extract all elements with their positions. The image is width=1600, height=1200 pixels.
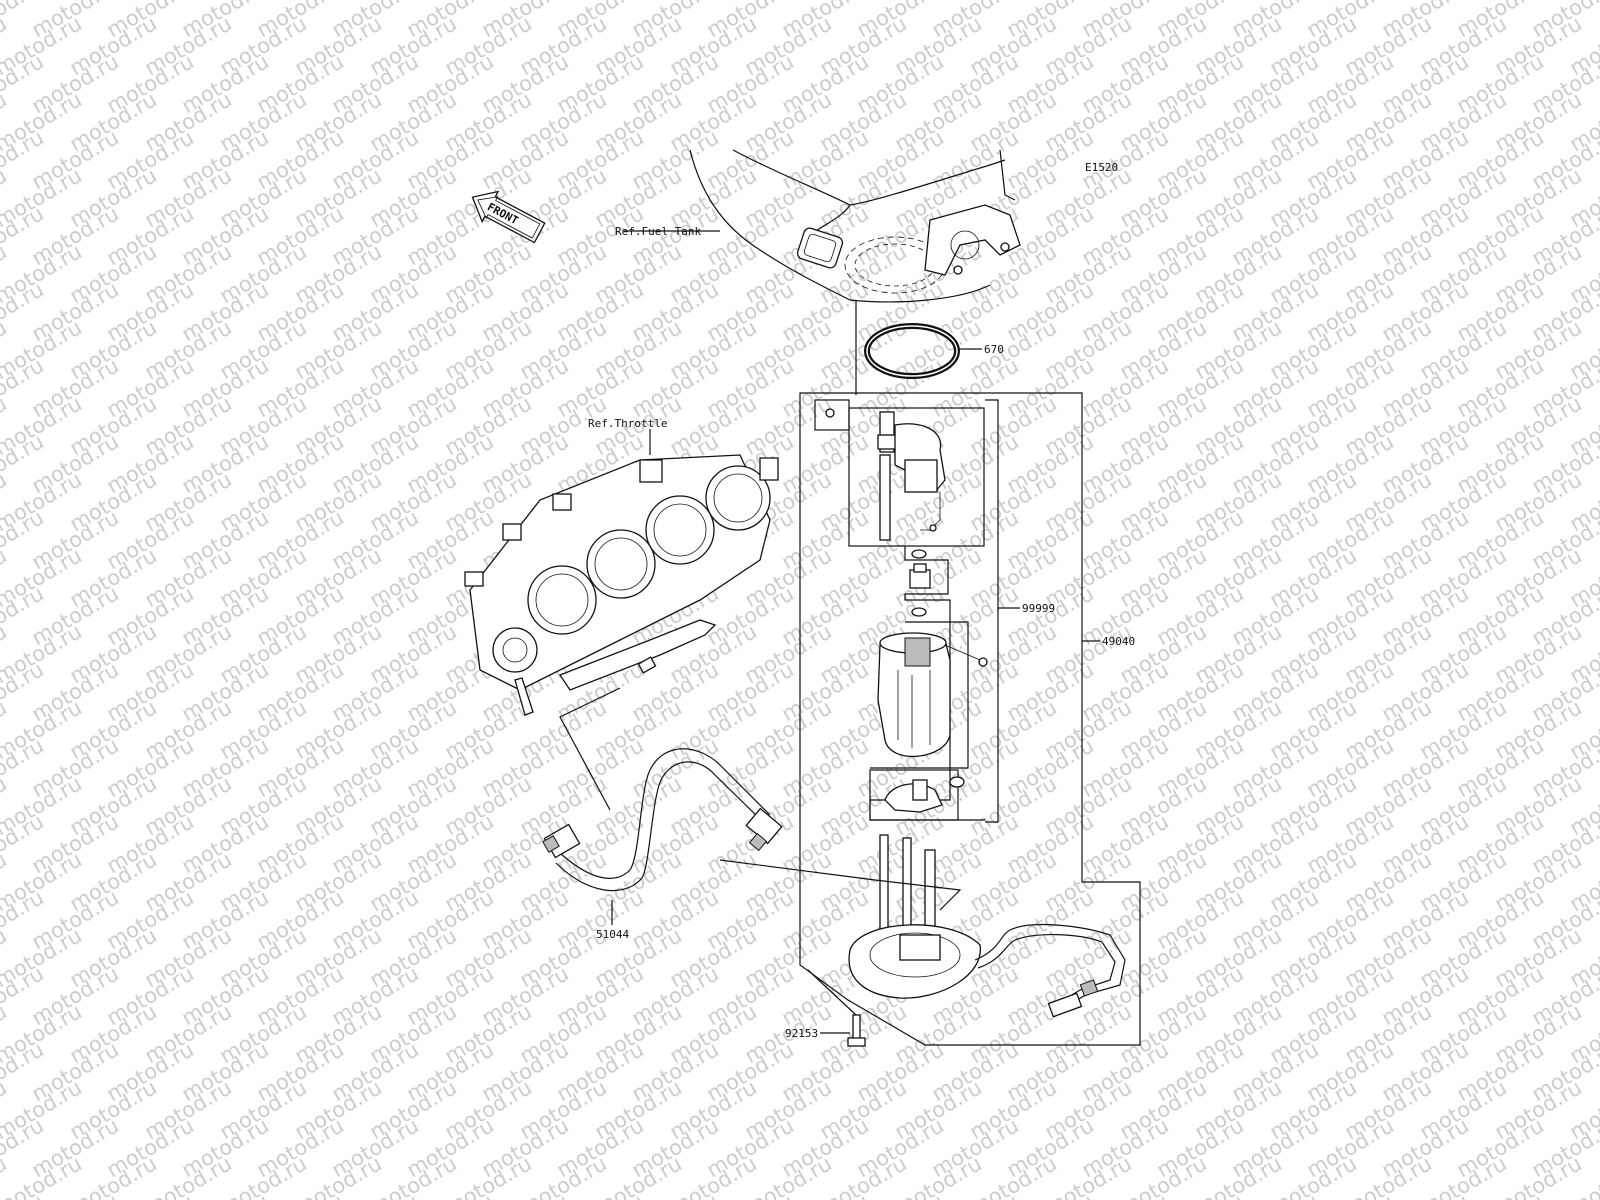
diagram-code: E1520 — [1085, 161, 1118, 174]
ref-throttle-label: Ref.Throttle — [588, 417, 667, 430]
callout-51044: 51044 — [596, 928, 629, 941]
callout-99999: 99999 — [1022, 602, 1055, 615]
callout-92153: 92153 — [785, 1027, 818, 1040]
ref-fuel-tank-label: Ref.Fuel Tank — [615, 225, 701, 238]
callout-49040: 49040 — [1102, 635, 1135, 648]
callout-670: 670 — [984, 343, 1004, 356]
